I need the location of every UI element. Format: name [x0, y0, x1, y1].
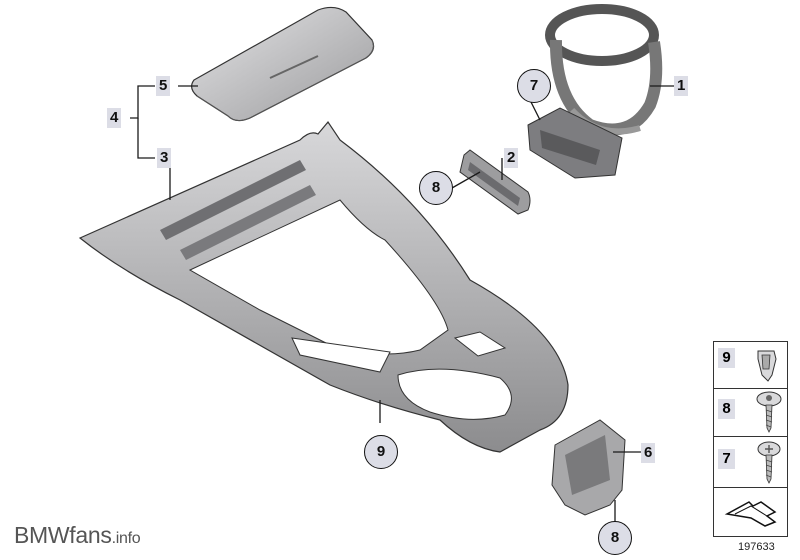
fastener-legend: 9 8 7: [713, 341, 788, 537]
callout-circle-8-lower: 8: [598, 521, 632, 555]
legend-row-7: 7: [714, 437, 787, 488]
legend-row-8: 8: [714, 389, 787, 437]
callout-circle-8-upper: 8: [419, 171, 453, 205]
site-watermark: BMWfans.info: [14, 522, 141, 549]
cup-holder-bracket-part: [527, 107, 623, 179]
lid-cover-part: [191, 6, 375, 122]
legend-number: 7: [718, 449, 735, 469]
callout-circle-7: 7: [517, 69, 551, 103]
legend-number: 8: [718, 399, 735, 419]
callout-circle-9: 9: [364, 435, 398, 469]
torx-screw-icon: [756, 391, 782, 433]
clip-nut-icon: [757, 350, 777, 382]
watermark-suffix: .info: [111, 530, 141, 547]
center-console-trim-part: [78, 120, 569, 453]
small-bezel-part: [459, 149, 531, 215]
callout-label-6: 6: [641, 443, 656, 463]
cup-holder-ring-part: [545, 4, 663, 136]
callout-label-5: 5: [156, 76, 171, 96]
mount-bracket-part: [551, 419, 626, 516]
legend-row-material: [714, 488, 787, 536]
watermark-brand: BMWfans: [14, 522, 112, 548]
diagram-id: 197633: [738, 541, 775, 553]
material-symbol-icon: [724, 501, 777, 527]
legend-number: 9: [718, 348, 735, 368]
leader-lines: [130, 85, 676, 522]
callout-label-2: 2: [504, 148, 519, 168]
callout-label-3: 3: [157, 148, 172, 168]
callout-label-4: 4: [107, 108, 122, 128]
callout-label-1: 1: [674, 76, 689, 96]
legend-row-9: 9: [714, 342, 787, 389]
phillips-screw-icon: [757, 441, 781, 484]
